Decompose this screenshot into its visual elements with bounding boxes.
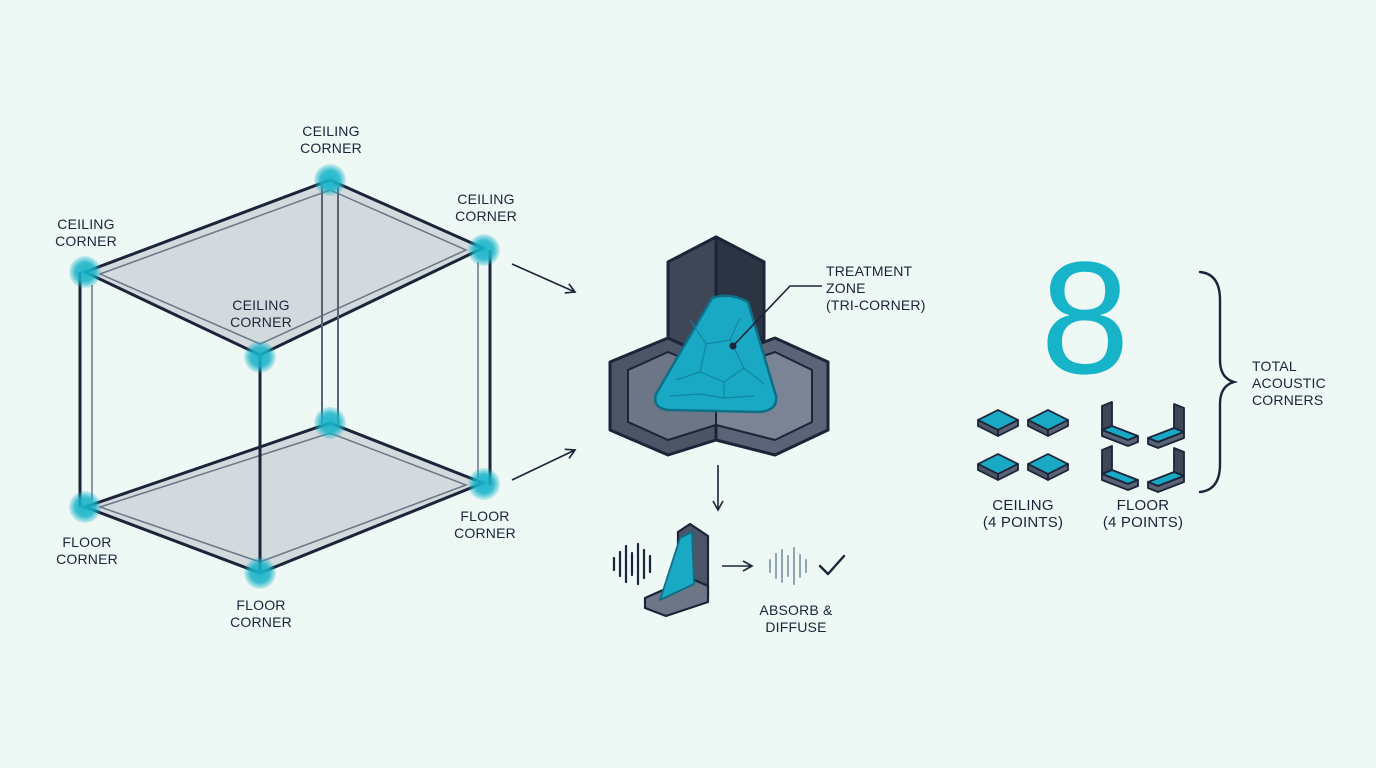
floor-plane (80, 421, 488, 575)
corner-node (314, 407, 346, 439)
corner-node (69, 491, 101, 523)
label-absorb-diffuse: ABSORB &DIFFUSE (759, 602, 833, 635)
treatment-leader-line (732, 285, 822, 347)
treatment-panel (654, 294, 778, 414)
corner-node (468, 234, 500, 266)
room-cube (69, 164, 500, 589)
total-corner-count: 8 (1040, 228, 1130, 407)
corner-node (468, 468, 500, 500)
corner-node (244, 341, 276, 373)
label-floor-points: FLOOR(4 POINTS) (1102, 497, 1184, 531)
sound-wave-icon (612, 542, 652, 586)
ceiling-point-icons (977, 409, 1069, 481)
floor-corner-icon (1101, 445, 1139, 491)
corner-node (314, 164, 346, 196)
corner-node (244, 557, 276, 589)
floor-corner-icon (1147, 403, 1185, 449)
checkmark-icon (818, 554, 846, 576)
floor-corner-icon (1101, 401, 1139, 447)
leader-dot (729, 342, 737, 350)
ceiling-tile-icon (977, 409, 1019, 437)
sound-wave-icon (769, 547, 807, 585)
floor-point-icons (1101, 401, 1185, 493)
ceiling-tile-icon (1027, 453, 1069, 481)
corner-nodes (69, 164, 500, 589)
floor-plane-inner (97, 432, 469, 563)
arrow-icon (511, 448, 577, 481)
corner-node (69, 256, 101, 288)
floor-corner-icon (1147, 447, 1185, 493)
ceiling-plane-inner (97, 189, 468, 345)
arrow-icon (511, 263, 577, 294)
total-brace (1198, 270, 1239, 494)
cube-vertical-edges (78, 182, 492, 573)
label-ceiling-points: CEILING(4 POINTS) (982, 497, 1064, 531)
panel-icon (643, 522, 710, 618)
ceiling-tile-icon (1027, 409, 1069, 437)
ceiling-tile-icon (977, 453, 1019, 481)
